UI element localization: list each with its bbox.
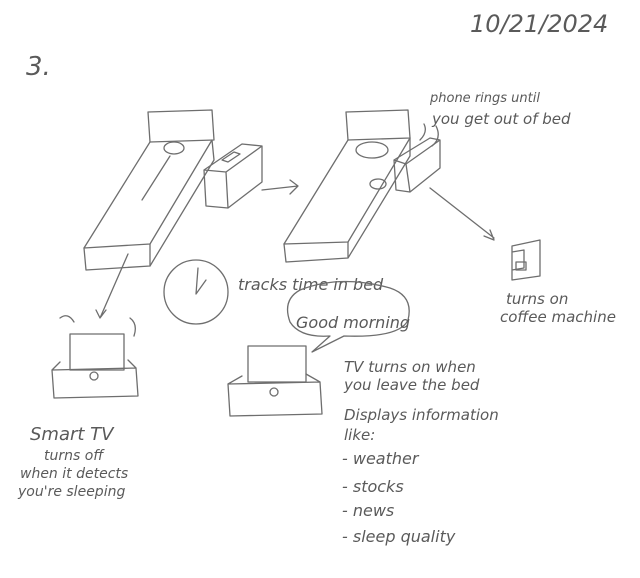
smart-tv-left — [51, 253, 139, 399]
arrow-to-coffee — [429, 187, 495, 241]
speech-text: Good morning — [296, 313, 410, 332]
list-item: - news — [342, 501, 394, 520]
coffee-line1: turns on — [506, 290, 568, 308]
smart-tv-line2: turns off — [44, 448, 105, 464]
tv-on-line1: TV turns on when — [344, 358, 476, 376]
nightstand-left — [203, 143, 263, 209]
arrow-right — [261, 179, 299, 195]
displays-line2: like: — [344, 426, 375, 444]
coffee-line2: coffee machine — [500, 308, 616, 326]
tv-center — [227, 345, 323, 417]
displays-line1: Displays information — [344, 406, 499, 424]
smart-tv-line1: Smart TV — [30, 424, 115, 445]
tv-on-line2: you leave the bed — [343, 376, 480, 394]
smart-tv-line4: you're sleeping — [17, 484, 125, 500]
list-item: - sleep quality — [342, 527, 456, 546]
phone-note-line2: you get out of bed — [431, 110, 571, 128]
item-number: 3. — [26, 52, 51, 82]
date: 10/21/2024 — [470, 10, 608, 38]
bed-right — [283, 109, 411, 263]
coffee-machine-icon — [511, 239, 541, 281]
speech-bubble — [286, 280, 410, 353]
list-item: - stocks — [342, 477, 404, 496]
nightstand-right — [393, 123, 441, 193]
list-item: - weather — [342, 449, 420, 468]
info-list: - weather - stocks - news - sleep qualit… — [342, 449, 456, 546]
clock-icon — [163, 259, 229, 325]
phone-note-line1: phone rings until — [429, 91, 540, 106]
tracks-label: tracks time in bed — [238, 275, 384, 294]
bed-left — [83, 109, 215, 271]
smart-tv-line3: when it detects — [20, 466, 128, 482]
